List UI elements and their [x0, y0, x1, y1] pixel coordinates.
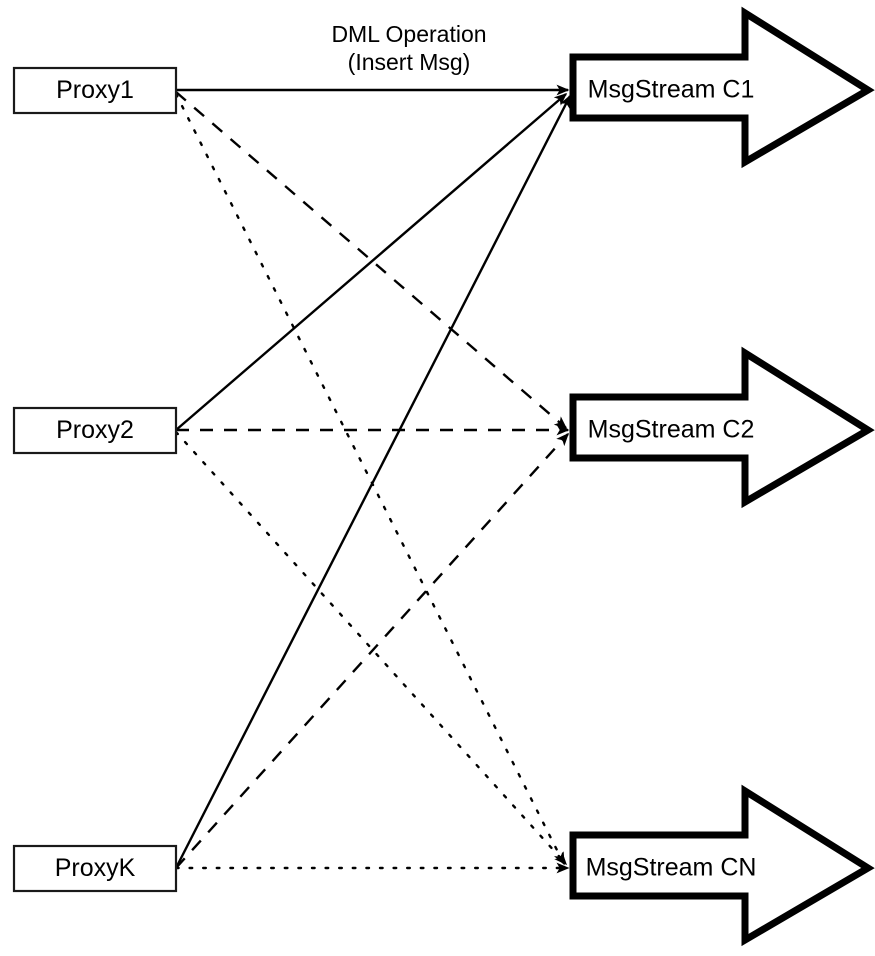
proxy2-label: Proxy2 — [56, 416, 134, 444]
proxyk-node[interactable]: ProxyK — [12, 844, 178, 893]
edge-proxy2-to-cn — [174, 430, 568, 866]
proxy2-box — [12, 406, 178, 455]
block-arrow-icon — [569, 6, 875, 169]
streams-layer: MsgStream C1 MsgStream C2 MsgStream CN — [569, 6, 875, 947]
edge-caption-line1: DML Operation — [331, 21, 486, 47]
proxy1-node[interactable]: Proxy1 — [12, 66, 178, 115]
proxies-layer: Proxy1 Proxy2 ProxyK — [12, 66, 178, 893]
msgstream-c1-label: MsgStream C1 — [588, 76, 755, 104]
edge-caption-group: DML Operation (Insert Msg) — [331, 21, 486, 75]
proxyk-label: ProxyK — [55, 854, 136, 882]
proxyk-box — [12, 844, 178, 893]
msgstream-c2[interactable]: MsgStream C2 — [569, 346, 875, 509]
edge-proxyk-to-c2 — [175, 432, 570, 869]
edge-caption-line2: (Insert Msg) — [348, 49, 471, 75]
proxy2-node[interactable]: Proxy2 — [12, 406, 178, 455]
edge-proxy2-to-c1 — [175, 93, 568, 431]
edges-layer — [174, 84, 572, 874]
block-arrow-icon — [569, 784, 875, 947]
msgstream-cn-label: MsgStream CN — [586, 854, 757, 882]
edge-proxy1-to-c2 — [175, 91, 568, 429]
msgstream-c1[interactable]: MsgStream C1 — [569, 6, 875, 169]
block-arrow-icon — [569, 346, 875, 509]
proxy1-box — [12, 66, 178, 115]
msgstream-cn[interactable]: MsgStream CN — [569, 784, 875, 947]
edge-proxyk-to-c1 — [174, 94, 572, 869]
proxy1-label: Proxy1 — [56, 76, 134, 104]
msgstream-c2-label: MsgStream C2 — [588, 416, 755, 444]
edge-proxy1-to-cn — [174, 92, 566, 866]
